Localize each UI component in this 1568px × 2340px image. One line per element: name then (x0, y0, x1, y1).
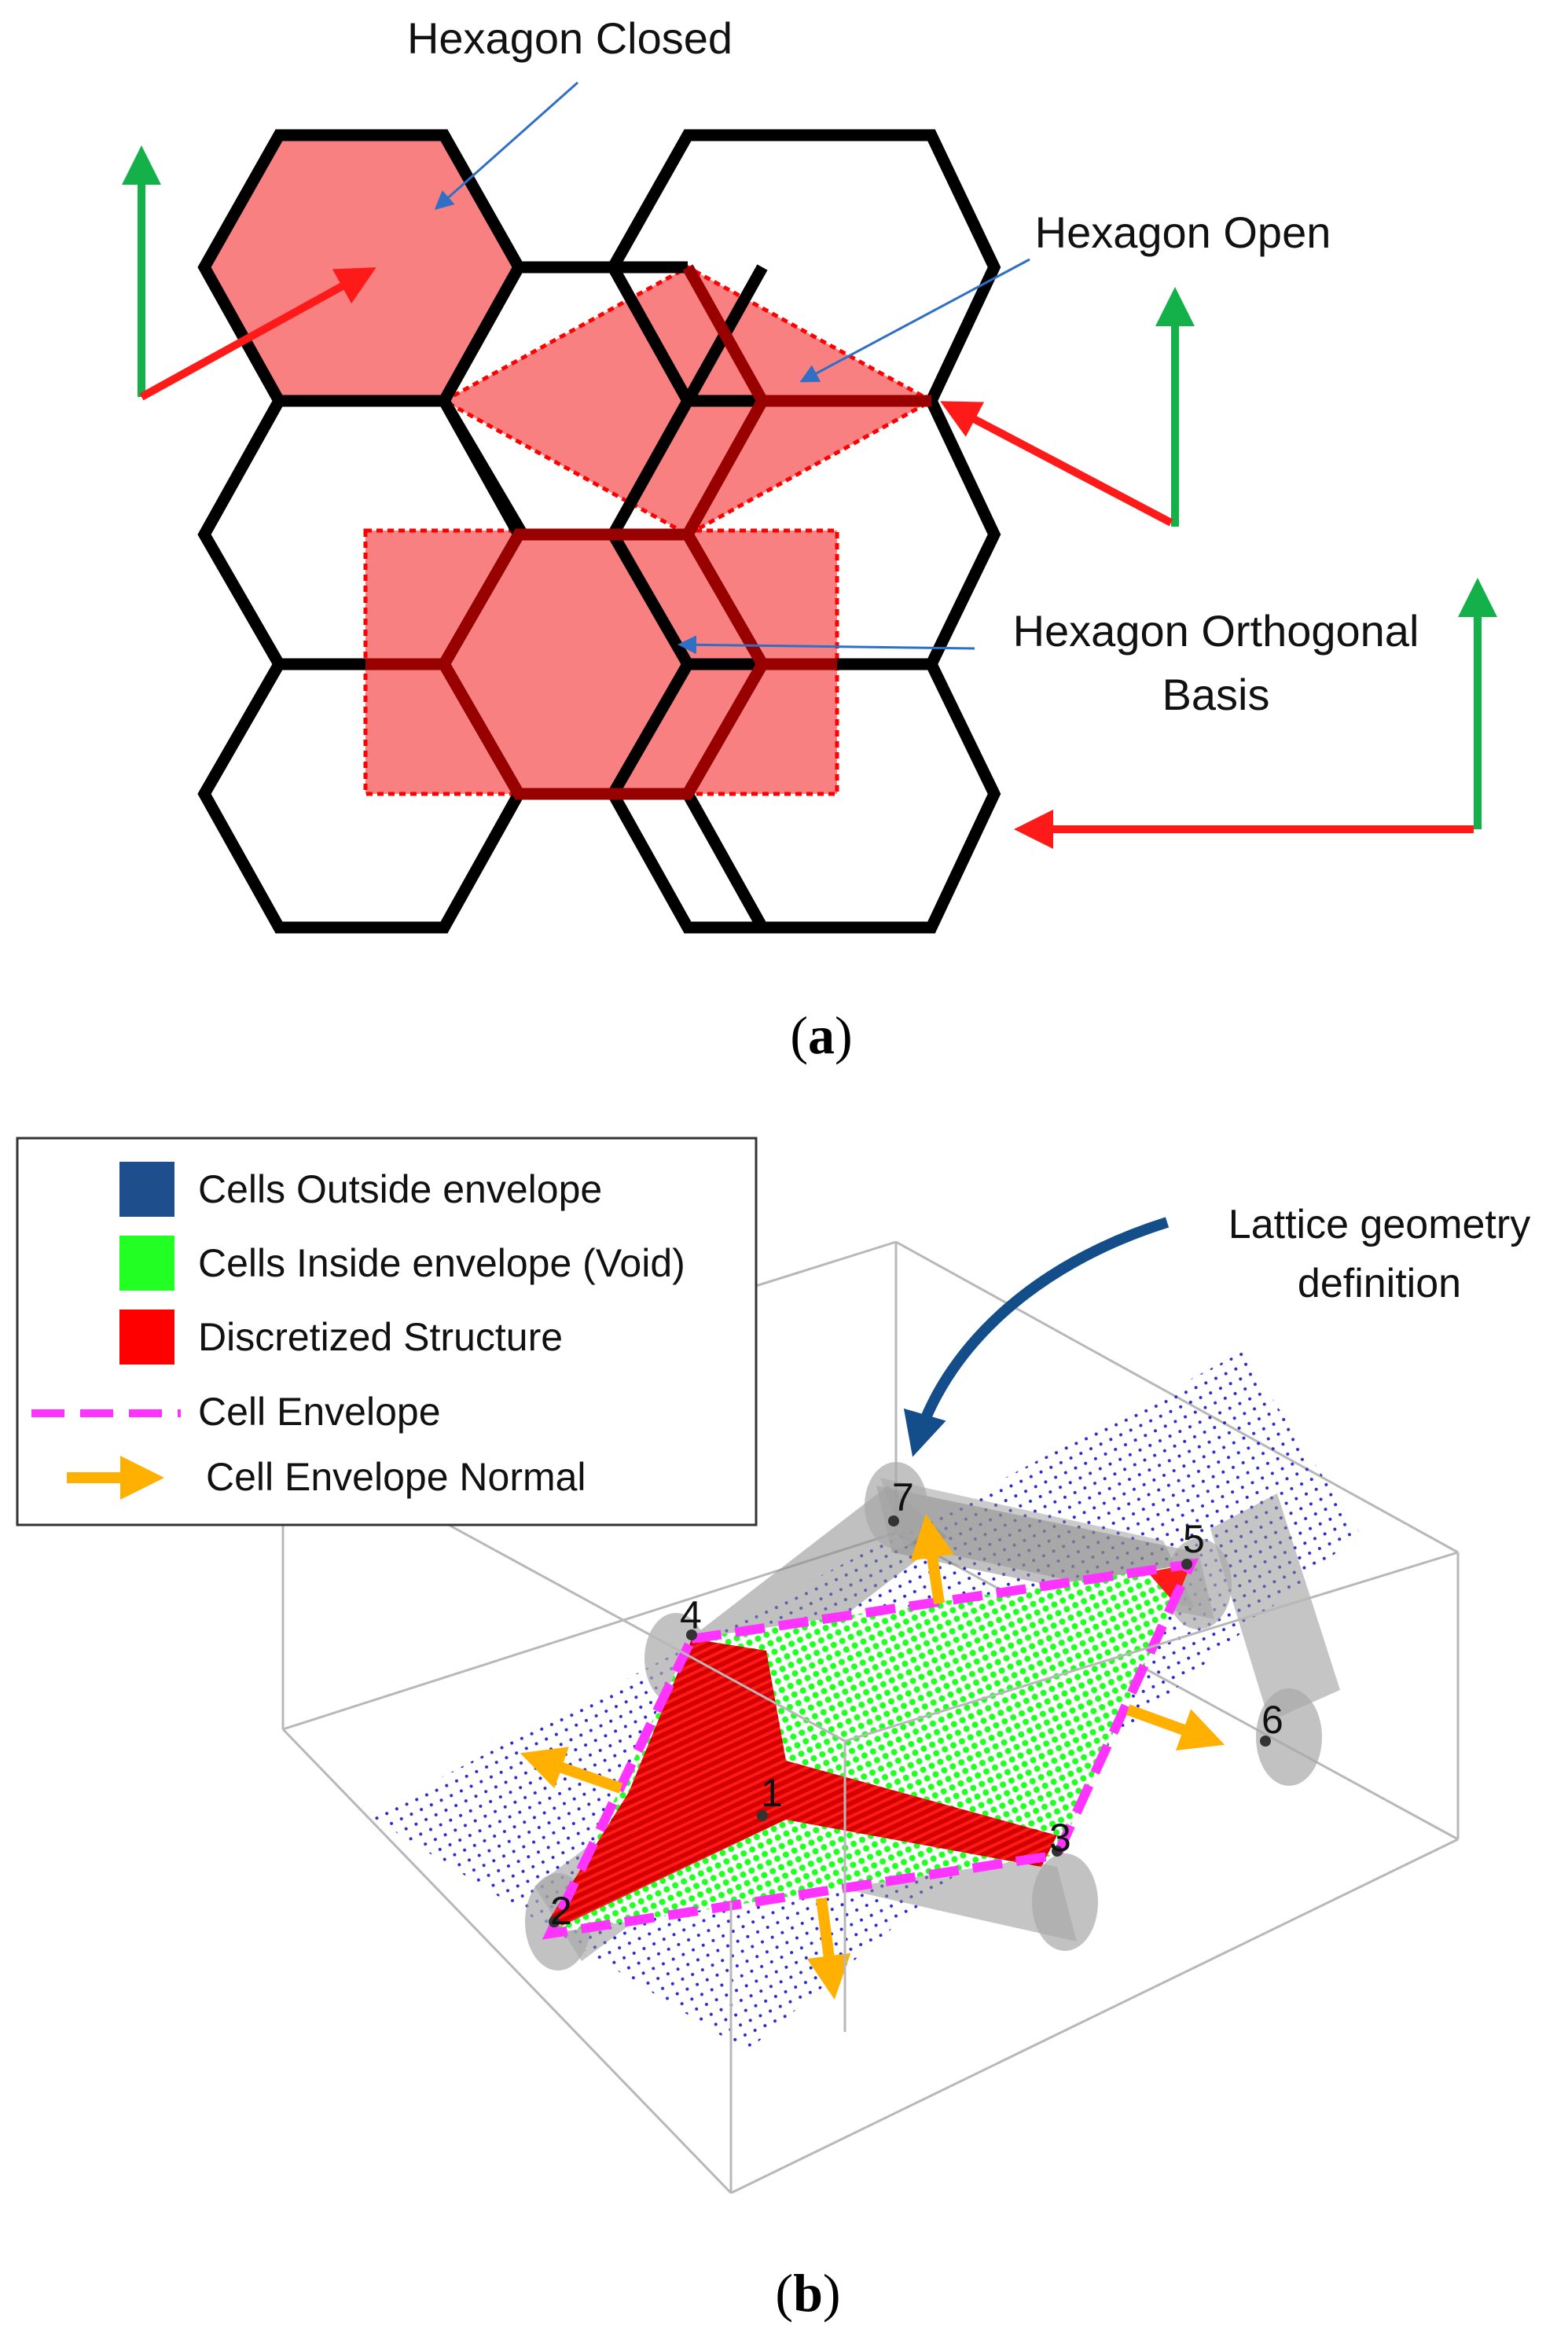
legend-swatch-inside (119, 1236, 174, 1291)
normal-arrow (806, 1897, 851, 2000)
closed-leader-arrow (434, 81, 578, 210)
legend-label-structure: Discretized Structure (198, 1315, 563, 1359)
open-axes (940, 287, 1195, 527)
node-dot (1052, 1846, 1063, 1857)
node-label-2: 2 (550, 1889, 572, 1933)
node-label-3: 3 (1049, 1816, 1071, 1860)
cylinder-cap (1256, 1688, 1322, 1786)
node-dot (1181, 1559, 1192, 1570)
node-label-6: 6 (1261, 1698, 1283, 1742)
cell-envelope (542, 1558, 1199, 1940)
normal-arrow (1126, 1704, 1225, 1750)
node-label-5: 5 (1183, 1517, 1205, 1561)
node-label-7: 7 (892, 1475, 914, 1519)
highlighted-edges (365, 264, 931, 800)
node-dot (686, 1629, 697, 1640)
legend: Cells Outside envelope Cells Inside enve… (16, 1137, 758, 1526)
hexagon-edge (439, 398, 528, 538)
closed-axis-x-arrow (139, 267, 376, 401)
normal-arrow (910, 1514, 954, 1605)
discretized-structure (550, 1639, 1057, 1926)
node-dot (888, 1515, 899, 1526)
cylinder-cap (1032, 1853, 1098, 1951)
legend-swatch-outside (119, 1162, 174, 1217)
open-axis-x-arrow (940, 401, 1173, 527)
panel-a: Hexagon Closed Hexagon Open Hexagon Orth… (122, 13, 1497, 1065)
hexagon-edge (682, 791, 768, 931)
caption-open-paren: ( (775, 2263, 793, 2323)
discretized-structure-corner (1148, 1564, 1191, 1603)
envelope-normals (520, 1514, 1225, 2000)
caption-open-paren: ( (790, 1005, 808, 1065)
closed-axes (122, 145, 376, 401)
legend-swatch-structure (119, 1310, 174, 1365)
node-dot (549, 1916, 560, 1927)
box-front-edge (844, 1551, 1459, 1743)
panel-b-caption: (b) (775, 2263, 840, 2323)
caption-close-paren: ) (835, 1005, 853, 1065)
caption-close-paren: ) (823, 2263, 841, 2323)
annotation-lattice-line2: definition (1298, 1261, 1461, 1306)
label-hexagon-closed: Hexagon Closed (407, 13, 733, 63)
open-leader-arrow (799, 258, 1030, 383)
node-markers (549, 1515, 1271, 1927)
strut-cylinder (880, 1478, 1195, 1607)
ortho-axes (1014, 578, 1497, 849)
legend-label-outside: Cells Outside envelope (198, 1167, 602, 1211)
node-label-1: 1 (761, 1771, 783, 1815)
legend-label-envelope: Cell Envelope (198, 1390, 441, 1434)
caption-letter-a: a (808, 1005, 835, 1065)
legend-label-normal: Cell Envelope Normal (206, 1455, 586, 1499)
label-hexagon-orthogonal: Hexagon Orthogonal (1013, 606, 1419, 656)
panel-b: 1 2 3 4 5 6 7 Lattice geometry (16, 1137, 1530, 2323)
ortho-leader-arrow (678, 635, 975, 655)
caption-letter-b: b (793, 2263, 823, 2323)
node-dot (1260, 1736, 1271, 1747)
box-front-edge (730, 1838, 1459, 2195)
label-hexagon-open: Hexagon Open (1035, 208, 1331, 257)
box-front-edge (281, 1728, 733, 2195)
label-hexagon-basis: Basis (1162, 670, 1270, 719)
normal-arrow (520, 1747, 623, 1794)
node-dot (757, 1810, 768, 1821)
lattice-definition-arrow (903, 1217, 1170, 1457)
node-label-4: 4 (680, 1593, 702, 1637)
annotation-lattice-line1: Lattice geometry (1228, 1202, 1530, 1247)
legend-label-inside: Cells Inside envelope (Void) (198, 1241, 685, 1285)
panel-a-caption: (a) (790, 1005, 852, 1065)
